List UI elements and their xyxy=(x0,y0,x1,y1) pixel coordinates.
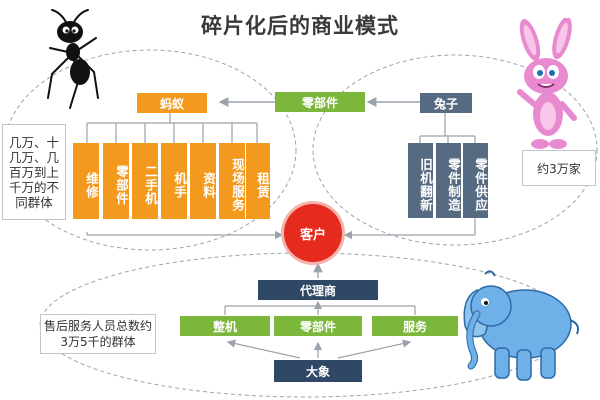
ant-node: 蚂蚁 xyxy=(137,93,207,113)
ant-column-rental: 租赁 xyxy=(246,143,270,219)
rabbit-column-supply: 零件供应 xyxy=(463,143,488,218)
elephant-group-note: 售后服务人员总数约3万5千的群体 xyxy=(40,314,156,354)
parts-bottom-node: 零部件 xyxy=(274,316,362,336)
machine-node: 整机 xyxy=(180,316,270,336)
ant-illustration xyxy=(47,9,99,109)
ant-column-operator: 机手 xyxy=(161,143,187,219)
diagram-title: 碎片化后的商业模式 xyxy=(201,14,399,38)
rabbit-count-note: 约3万家 xyxy=(522,150,596,186)
ant-column-used-machine: 二手机 xyxy=(132,143,158,219)
rabbit-node: 兔子 xyxy=(420,93,472,113)
ant-column-repair: 维修 xyxy=(73,143,99,219)
parts-top-node: 零部件 xyxy=(275,92,365,112)
customer-node: 客户 xyxy=(284,204,342,262)
ant-column-parts: 零部件 xyxy=(103,143,129,219)
ant-group-note: 几万、十几万、几百万到上千万的不同群体 xyxy=(2,124,66,220)
rabbit-ellipse xyxy=(312,54,598,246)
ant-column-documents: 资料 xyxy=(190,143,216,219)
rabbit-column-manufacturing: 零件制造 xyxy=(436,143,461,218)
ant-column-onsite-service: 现场服务 xyxy=(219,143,245,219)
elephant-node: 大象 xyxy=(274,360,362,382)
rabbit-illustration xyxy=(517,18,577,149)
service-node: 服务 xyxy=(372,316,458,336)
ant-ellipse xyxy=(3,49,297,251)
agent-node: 代理商 xyxy=(258,280,378,300)
rabbit-column-refurbish: 旧机翻新 xyxy=(408,143,433,218)
elephant-illustration xyxy=(463,270,580,381)
